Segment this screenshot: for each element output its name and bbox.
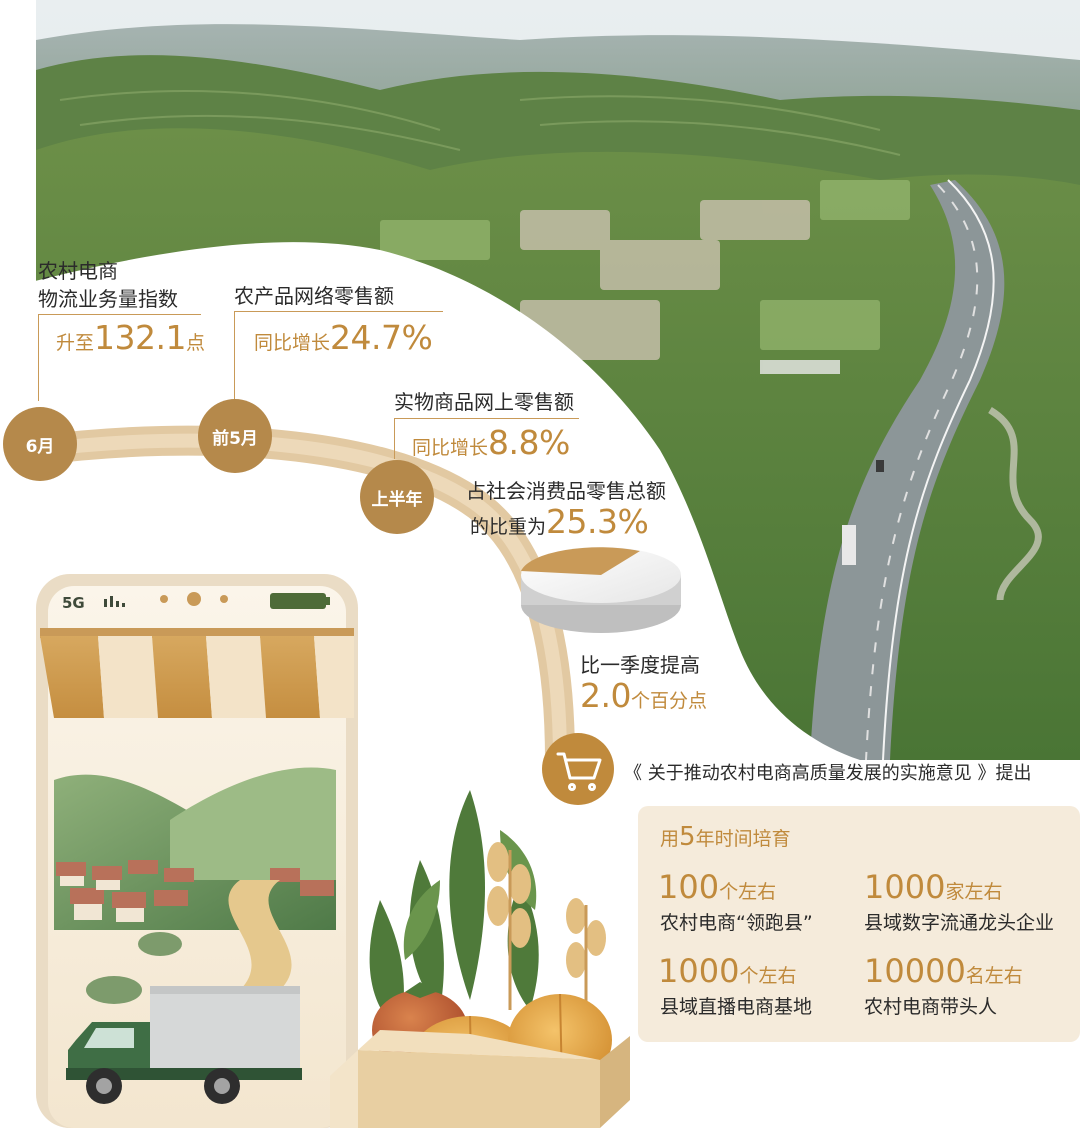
logistics-value-suffix: 点	[186, 332, 206, 354]
policy-intro-prefix: 用	[660, 828, 680, 850]
policy-item-2-desc: 县域数字流通龙头企业	[864, 912, 1055, 934]
share-value-prefix: 的比重为	[470, 516, 547, 538]
logistics-label-line1: 农村电商	[38, 259, 118, 283]
share-change-suffix: 个百分点	[630, 690, 707, 712]
policy-intro-suffix: 年时间培育	[695, 828, 791, 850]
policy-item-3-number: 1000	[658, 952, 740, 990]
policy-item-2-unit: 家左右	[945, 881, 1003, 903]
policy-item-3-unit: 个左右	[739, 965, 797, 987]
period-badge-first-half: 上半年	[360, 460, 434, 534]
share-value-number: 25.3%	[546, 502, 649, 541]
policy-intro: 用5年时间培育	[660, 822, 791, 852]
physical-retail-label: 实物商品网上零售额	[394, 390, 574, 414]
policy-item-4-desc: 农村电商带头人	[864, 996, 998, 1018]
policy-item-2-number: 1000	[864, 868, 946, 906]
network-5g-label: 5G	[62, 594, 85, 612]
logistics-label-line2: 物流业务量指数	[38, 287, 178, 311]
share-label-line1: 占社会消费品零售总额	[466, 479, 666, 503]
agri-retail-bracket	[234, 311, 443, 400]
truck-illustration	[66, 986, 302, 1104]
policy-item-1-value: 100个左右	[658, 868, 776, 906]
policy-item-4-value: 10000名左右	[864, 952, 1023, 990]
produce-crate-illustration	[330, 790, 630, 1128]
logistics-value-prefix: 升至	[56, 332, 95, 354]
share-value: 的比重为25.3%	[470, 502, 649, 541]
logistics-bracket	[38, 314, 201, 401]
policy-item-3-value: 1000个左右	[658, 952, 796, 990]
agri-retail-value-number: 24.7%	[330, 318, 433, 357]
physical-retail-value-number: 8.8%	[488, 423, 570, 462]
agri-retail-value: 同比增长24.7%	[254, 318, 433, 357]
share-change-value: 2.0个百分点	[580, 676, 707, 715]
policy-item-4-unit: 名左右	[965, 965, 1023, 987]
share-change-label: 比一季度提高	[580, 653, 700, 677]
physical-retail-value-prefix: 同比增长	[412, 437, 489, 459]
phone-illustration	[36, 574, 358, 1128]
policy-item-1-number: 100	[658, 868, 720, 906]
policy-item-1-unit: 个左右	[719, 881, 777, 903]
policy-item-3-desc: 县域直播电商基地	[660, 996, 813, 1018]
policy-item-4-number: 10000	[864, 952, 966, 990]
logistics-value: 升至132.1点	[56, 318, 205, 357]
period-badge-june: 6月	[3, 407, 77, 481]
physical-retail-bracket	[394, 418, 579, 459]
policy-title: 《 关于推动农村电商高质量发展的实施意见 》提出	[624, 763, 1032, 784]
share-change-number: 2.0	[580, 676, 631, 715]
highway	[810, 179, 1005, 761]
agri-retail-label: 农产品网络零售额	[234, 284, 394, 308]
share-pie	[521, 547, 681, 633]
cart-badge	[542, 733, 614, 805]
policy-item-2-value: 1000家左右	[864, 868, 1002, 906]
period-badge-first-5-months: 前5月	[198, 399, 272, 473]
logistics-value-number: 132.1	[94, 318, 186, 357]
physical-retail-value: 同比增长8.8%	[412, 423, 570, 462]
agri-retail-value-prefix: 同比增长	[254, 332, 331, 354]
policy-intro-number: 5	[679, 822, 696, 852]
policy-box: 用5年时间培育 100个左右 农村电商“领跑县” 1000家左右 县域数字流通龙…	[638, 806, 1080, 1042]
policy-item-1-desc: 农村电商“领跑县”	[660, 912, 813, 934]
